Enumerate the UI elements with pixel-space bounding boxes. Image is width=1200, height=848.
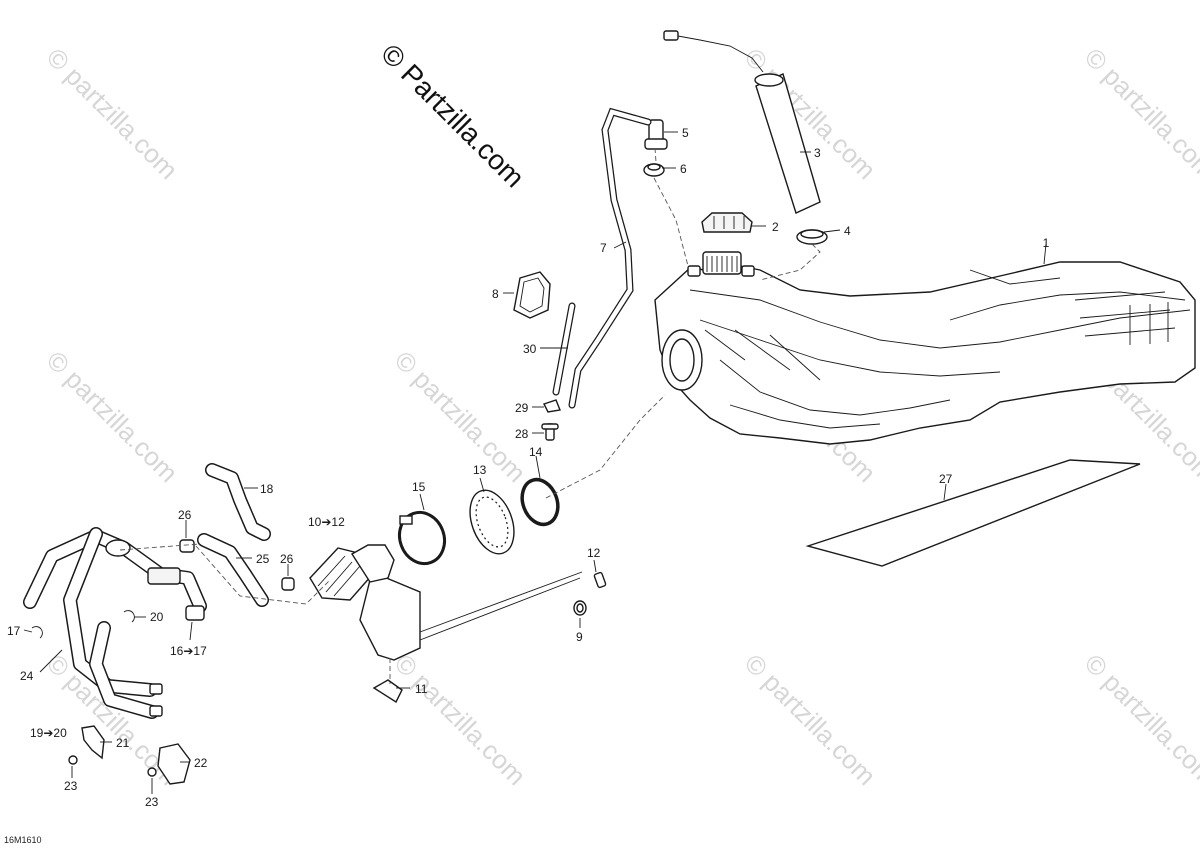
- bracket-22[interactable]: [157, 743, 191, 785]
- valve-grommet[interactable]: [643, 163, 665, 177]
- callout-29: 29: [515, 401, 529, 415]
- callout-4: 4: [844, 224, 851, 238]
- callout-6: 6: [680, 162, 687, 176]
- callout-28: 28: [515, 427, 529, 441]
- callout-9: 9: [576, 630, 583, 644]
- fuel-level-sender[interactable]: [663, 30, 821, 214]
- callout-30: 30: [523, 342, 537, 356]
- callout-18: 18: [260, 482, 274, 496]
- callout-1: 1: [1043, 236, 1050, 250]
- callout-7: 7: [600, 241, 607, 255]
- drawing-code: 16M1610: [4, 835, 42, 845]
- callout-13: 13: [473, 463, 487, 477]
- screw-23-left[interactable]: [68, 755, 78, 765]
- callout-5: 5: [682, 126, 689, 140]
- callout-26-lower: 26: [280, 552, 294, 566]
- filler-cap[interactable]: [701, 212, 753, 233]
- callout-23-left: 23: [64, 779, 78, 793]
- callout-14: 14: [529, 445, 543, 459]
- callout-12: 12: [587, 546, 601, 560]
- hose-clamp-large[interactable]: [392, 506, 451, 570]
- clamp-26-upper[interactable]: [179, 539, 195, 553]
- vent-tube-30[interactable]: [552, 302, 576, 396]
- callout-25: 25: [256, 552, 270, 566]
- callout-11: 11: [415, 682, 428, 696]
- callout-2: 2: [772, 220, 779, 234]
- fitting-28[interactable]: [541, 423, 559, 441]
- lock-ring[interactable]: [462, 484, 522, 560]
- leader-lines: [23, 131, 1047, 794]
- rollover-valve[interactable]: [644, 119, 668, 150]
- clamp-26-lower[interactable]: [281, 577, 295, 591]
- fuel-hose-18[interactable]: [205, 463, 271, 541]
- callout-15: 15: [412, 480, 426, 494]
- callout-21: 21: [116, 736, 130, 750]
- tank-pad[interactable]: [805, 459, 1141, 567]
- callout-8: 8: [492, 287, 499, 301]
- pressure-regulator-rod[interactable]: [593, 571, 607, 589]
- connector-16[interactable]: [185, 605, 205, 621]
- clip-17[interactable]: [31, 626, 43, 639]
- washer[interactable]: [573, 600, 587, 616]
- callout-22: 22: [194, 756, 208, 770]
- clip-20[interactable]: [123, 610, 135, 623]
- o-ring[interactable]: [516, 475, 564, 530]
- callout-19: 19➔20: [30, 726, 67, 740]
- fuel-tank[interactable]: [654, 251, 1196, 445]
- vent-hose[interactable]: [568, 107, 652, 409]
- callout-23-right: 23: [145, 795, 159, 809]
- callout-24: 24: [20, 669, 34, 683]
- grommet[interactable]: [796, 229, 828, 245]
- assembly-lines: [119, 147, 821, 684]
- callout-3: 3: [814, 146, 821, 160]
- callout-16: 16➔17: [170, 644, 207, 658]
- callout-27: 27: [939, 472, 953, 486]
- gasket[interactable]: [513, 271, 551, 319]
- callout-17: 17: [7, 624, 21, 638]
- callout-10: 10➔12: [308, 515, 345, 529]
- fuel-hose-assembly-24[interactable]: [23, 527, 207, 719]
- fuel-hose-25[interactable]: [197, 533, 269, 607]
- clip-29[interactable]: [543, 399, 561, 413]
- callouts: 1 2 3 4 5 6 7 8 9 10➔12 11 12 13 14 15 1…: [7, 126, 1050, 809]
- fuel-pump[interactable]: [309, 544, 583, 661]
- bracket-21[interactable]: [81, 725, 105, 760]
- callout-20: 20: [150, 610, 164, 624]
- pump-bracket[interactable]: [372, 679, 403, 704]
- callout-26-upper: 26: [178, 508, 192, 522]
- screw-23-right[interactable]: [147, 767, 157, 777]
